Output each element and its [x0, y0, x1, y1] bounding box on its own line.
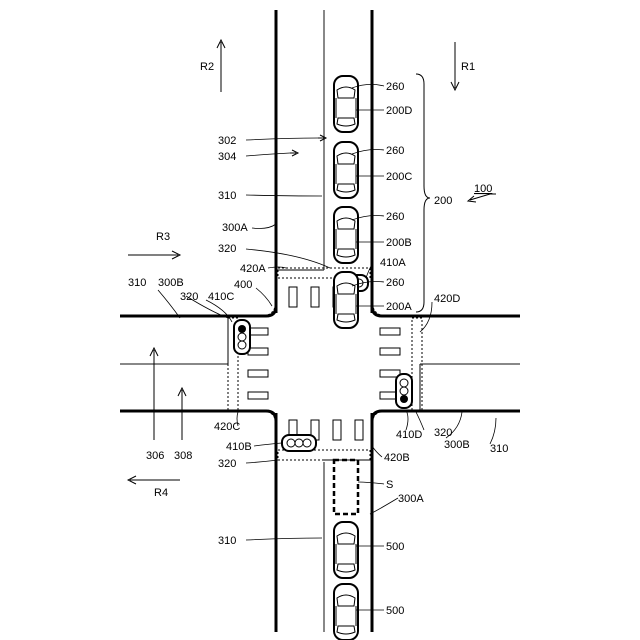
label-310: 310 [128, 277, 146, 289]
vehicles [334, 76, 358, 640]
label-r4: R4 [154, 487, 168, 499]
label-310: 310 [490, 443, 508, 455]
roads [120, 10, 520, 632]
label-410c: 410C [208, 291, 234, 303]
area-s [334, 460, 358, 514]
corner-se [372, 411, 382, 421]
label-260-d: 260 [386, 81, 404, 93]
label-320: 320 [434, 427, 452, 439]
lane-dividers [120, 10, 520, 632]
label-410b: 410B [226, 441, 252, 453]
vehicle-500-icon [334, 584, 358, 640]
crosswalk-stripe [311, 287, 319, 307]
direction-arrows [128, 40, 496, 484]
crosswalk-stripe [333, 420, 341, 440]
traffic-light-410c-icon [234, 320, 250, 354]
label-500: 500 [386, 605, 404, 617]
crosswalk-stripe [355, 420, 363, 440]
label-200b: 200B [386, 237, 412, 249]
label-320: 320 [218, 243, 236, 255]
label-200a: 200A [386, 301, 412, 313]
label-320: 320 [180, 291, 198, 303]
corner-ne [372, 306, 382, 316]
label-320: 320 [218, 458, 236, 470]
label-300b: 300B [444, 439, 470, 451]
label-300a: 300A [398, 493, 424, 505]
corner-sw [266, 411, 276, 421]
label-200: 200 [434, 195, 452, 207]
label-302: 302 [218, 135, 236, 147]
label-s: S [386, 479, 393, 491]
leader-lines [158, 84, 496, 610]
label-306: 306 [146, 450, 164, 462]
label-260-c: 260 [386, 145, 404, 157]
label-300a: 300A [222, 222, 248, 234]
vehicle-500-icon [334, 522, 358, 578]
label-300b: 300B [158, 277, 184, 289]
vehicle-200b-icon [334, 207, 358, 263]
label-308: 308 [174, 450, 192, 462]
vehicle-200a-icon [334, 272, 358, 328]
label-260-a: 260 [386, 277, 404, 289]
label-420b: 420B [384, 452, 410, 464]
label-r1: R1 [461, 61, 475, 73]
corner-nw [266, 306, 276, 316]
label-260-b: 260 [386, 211, 404, 223]
reference-labels: R1 R2 R3 R4 100 200 260 200D 260 200C 26… [128, 61, 508, 617]
label-100: 100 [474, 183, 492, 195]
vehicle-200d-icon [334, 76, 358, 132]
crosswalk-stripe [380, 348, 400, 355]
crosswalks [248, 287, 400, 440]
crosswalk-stripe [248, 348, 268, 355]
label-500: 500 [386, 541, 404, 553]
label-200d: 200D [386, 105, 412, 117]
label-r3: R3 [156, 231, 170, 243]
label-304: 304 [218, 151, 236, 163]
vehicle-200c-icon [334, 142, 358, 198]
crosswalk-stripe [380, 328, 400, 335]
traffic-light-410b-icon [282, 435, 316, 451]
label-420c: 420C [214, 421, 240, 433]
label-310: 310 [218, 190, 236, 202]
label-r2: R2 [200, 61, 214, 73]
crosswalk-stripe [248, 392, 268, 399]
label-410a: 410A [380, 257, 406, 269]
label-410d: 410D [396, 429, 422, 441]
label-310: 310 [218, 535, 236, 547]
crosswalk-stripe [289, 287, 297, 307]
label-400: 400 [234, 279, 252, 291]
label-420a: 420A [240, 263, 266, 275]
label-420d: 420D [434, 293, 460, 305]
label-200c: 200C [386, 171, 412, 183]
traffic-light-410d-icon [396, 374, 412, 408]
brace-200 [416, 74, 430, 312]
crosswalk-stripe [248, 370, 268, 377]
